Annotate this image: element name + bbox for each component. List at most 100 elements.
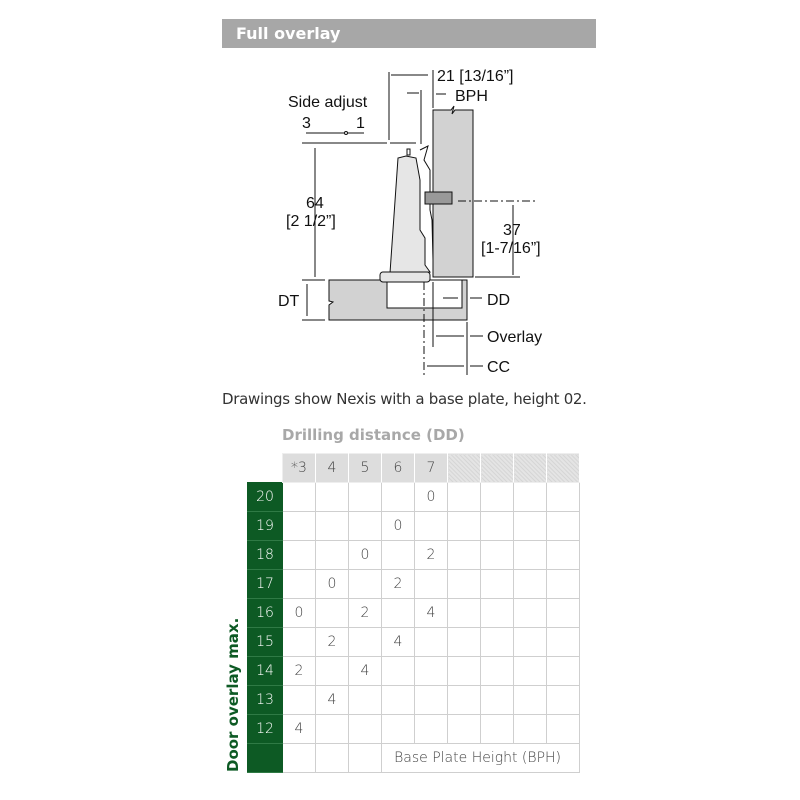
table-cell — [480, 511, 514, 541]
table-cell — [447, 540, 481, 570]
dim-64-label: 64 — [306, 195, 324, 212]
table-cell — [447, 569, 481, 599]
table-cell — [315, 482, 349, 512]
table-cell — [381, 482, 415, 512]
table-cell: 2 — [348, 598, 382, 628]
table-cell — [282, 511, 316, 541]
side-adjust-3: 3 — [302, 115, 311, 132]
table-cell: 2 — [381, 569, 415, 599]
table-cell — [315, 511, 349, 541]
table-cell — [513, 569, 547, 599]
table-cell: 4 — [414, 598, 448, 628]
row-header — [247, 743, 283, 773]
corner-cell — [247, 453, 283, 483]
row-header: 20 — [247, 482, 283, 512]
table-cell — [546, 482, 580, 512]
table-cell — [513, 656, 547, 686]
table-cell — [447, 714, 481, 744]
table-cell — [546, 627, 580, 657]
row-header: 17 — [247, 569, 283, 599]
bph-label: BPH — [455, 88, 488, 105]
column-header: 4 — [315, 453, 349, 483]
table-cell — [348, 743, 382, 773]
dim-64-inch-label: [2 1/2”] — [286, 213, 336, 230]
table-cell — [447, 627, 481, 657]
table-cell: 0 — [315, 569, 349, 599]
table-cell — [513, 511, 547, 541]
table-cell — [348, 569, 382, 599]
column-header: *3 — [282, 453, 316, 483]
table-cell — [414, 714, 448, 744]
row-header: 18 — [247, 540, 283, 570]
table-cell — [315, 598, 349, 628]
table-cell — [381, 540, 415, 570]
table-cell — [513, 540, 547, 570]
table-cell — [414, 569, 448, 599]
dt-label: DT — [278, 293, 300, 310]
table-cell — [480, 714, 514, 744]
row-header: 13 — [247, 685, 283, 715]
dim-21-label: 21 [13/16”] — [437, 68, 514, 85]
table-cell: 0 — [381, 511, 415, 541]
table-cell — [315, 540, 349, 570]
column-header: 5 — [348, 453, 382, 483]
table-cell — [480, 685, 514, 715]
table-cell: 0 — [348, 540, 382, 570]
table-cell — [282, 569, 316, 599]
table-cell — [447, 511, 481, 541]
table-cell: 4 — [315, 685, 349, 715]
table-cell — [381, 656, 415, 686]
table-cell — [546, 598, 580, 628]
table-cell — [480, 569, 514, 599]
table-cell — [381, 685, 415, 715]
table-cell — [513, 598, 547, 628]
table-cell — [546, 714, 580, 744]
table-cell: 4 — [381, 627, 415, 657]
cabinet-side — [432, 105, 474, 278]
side-adjust-1: 1 — [356, 115, 365, 132]
column-header — [480, 453, 514, 483]
table-cell — [447, 685, 481, 715]
table-cell — [546, 540, 580, 570]
table-cell — [546, 656, 580, 686]
table-cell — [348, 685, 382, 715]
column-header — [447, 453, 481, 483]
table-cell — [348, 482, 382, 512]
table-cell — [282, 685, 316, 715]
table-cell: 0 — [282, 598, 316, 628]
table-cell — [513, 714, 547, 744]
table-cell: 2 — [315, 627, 349, 657]
column-header — [513, 453, 547, 483]
table-cell — [513, 685, 547, 715]
row-header: 12 — [247, 714, 283, 744]
table-cell — [381, 598, 415, 628]
base-plate-height-label: Base Plate Height (BPH) — [381, 743, 580, 773]
table-cell — [480, 482, 514, 512]
table-cell — [447, 656, 481, 686]
table-cell — [414, 685, 448, 715]
row-header: 14 — [247, 656, 283, 686]
table-cell — [315, 743, 349, 773]
footer-row: Base Plate Height (BPH) — [247, 743, 580, 773]
drawing-caption: Drawings show Nexis with a base plate, h… — [222, 390, 587, 408]
table-cell — [381, 714, 415, 744]
column-header: 7 — [414, 453, 448, 483]
table-cell — [348, 511, 382, 541]
base-plate — [379, 271, 431, 283]
row-header: 15 — [247, 627, 283, 657]
table-cell — [480, 540, 514, 570]
door-overlay-axis-label: Door overlay max. — [224, 617, 242, 772]
table-cell — [414, 627, 448, 657]
table-cell — [546, 511, 580, 541]
table-cell: 2 — [282, 656, 316, 686]
table-cell — [513, 482, 547, 512]
column-header: 6 — [381, 453, 415, 483]
overlay-label: Overlay — [487, 329, 542, 346]
